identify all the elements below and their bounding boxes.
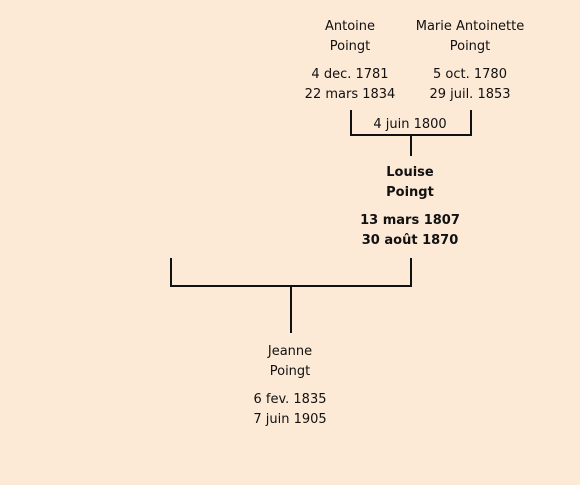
subject-family-bracket xyxy=(170,258,412,287)
father-birth-date: 4 dec. 1781 xyxy=(311,67,389,82)
mother-birth-date: 5 oct. 1780 xyxy=(433,67,507,82)
child-death-date: 7 juin 1905 xyxy=(253,412,327,427)
person-card-mother[interactable]: Marie Antoinette Poingt 5 oct. 1780 29 j… xyxy=(400,17,540,105)
mother-first-name: Marie Antoinette xyxy=(415,19,525,34)
subject-last-name: Poingt xyxy=(386,185,434,200)
child-birth-date: 6 fev. 1835 xyxy=(253,392,327,407)
father-last-name: Poingt xyxy=(329,39,371,54)
father-first-name: Antoine xyxy=(324,19,376,34)
subject-death-date: 30 août 1870 xyxy=(361,233,459,248)
parents-marriage-date: 4 juin 1800 xyxy=(373,117,447,132)
father-death-date: 22 mars 1834 xyxy=(304,87,396,102)
child-last-name: Poingt xyxy=(269,364,311,379)
child-first-name: Jeanne xyxy=(267,344,313,359)
subject-first-name: Louise xyxy=(386,165,434,180)
mother-death-date: 29 juil. 1853 xyxy=(429,87,511,102)
person-card-father[interactable]: Antoine Poingt 4 dec. 1781 22 mars 1834 xyxy=(300,17,400,105)
person-card-child[interactable]: Jeanne Poingt 6 fev. 1835 7 juin 1905 xyxy=(230,342,350,430)
subject-birth-date: 13 mars 1807 xyxy=(360,213,460,228)
person-card-subject[interactable]: Louise Poingt 13 mars 1807 30 août 1870 xyxy=(350,163,470,251)
mother-last-name: Poingt xyxy=(449,39,491,54)
